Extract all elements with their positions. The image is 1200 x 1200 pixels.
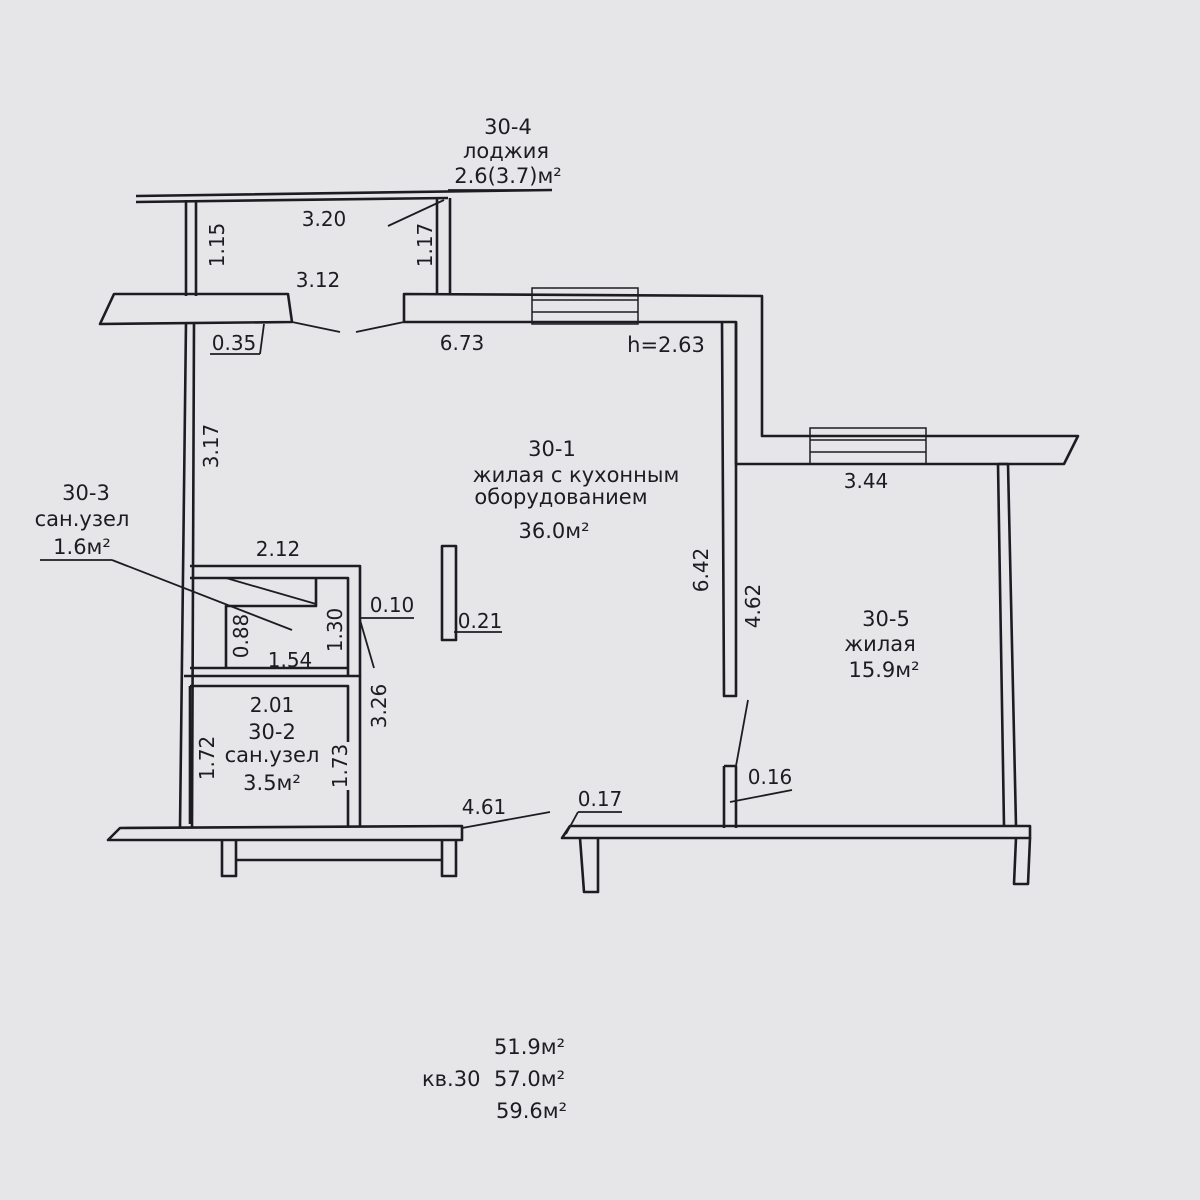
living-name-2: оборудованием	[474, 485, 647, 509]
leader-loggia	[387, 199, 445, 227]
bath-small-walls	[190, 564, 362, 676]
partition-stub	[722, 764, 738, 828]
dim-bedroom-top: 3.44	[844, 469, 889, 493]
leader-0-17	[565, 811, 579, 835]
loggia-number: 30-4	[484, 115, 532, 139]
dim-bath-small-bottom: 1.54	[268, 648, 313, 672]
summary-area-loggia: 59.6м²	[496, 1099, 567, 1123]
partition-living-bedroom	[720, 321, 738, 698]
dim-bath-large-left: 1.72	[195, 736, 219, 781]
ceiling-height: h=2.63	[627, 333, 705, 357]
area-summary: 51.9м² кв.30 57.0м² 59.6м²	[422, 1035, 567, 1123]
dim-column: 0.21	[458, 609, 503, 633]
bottom-wall-left	[106, 824, 464, 842]
dim-loggia-top: 3.20	[302, 207, 347, 231]
top-wall-left	[98, 292, 294, 326]
summary-apartment: кв.30	[422, 1067, 480, 1091]
walls	[98, 188, 1080, 894]
dim-living-bottom: 4.61	[462, 795, 507, 819]
column	[440, 544, 458, 642]
dim-bath-small-top: 2.12	[256, 537, 301, 561]
bath-large-name: сан.узел	[225, 743, 320, 767]
dim-bath-small-left: 0.88	[229, 614, 253, 659]
dim-bath-large-top: 2.01	[250, 693, 295, 717]
leader-0-35b	[259, 323, 265, 355]
bath-small-name: сан.узел	[35, 507, 130, 531]
door-loggia-2	[355, 321, 405, 333]
summary-area-total: 57.0м²	[494, 1067, 565, 1091]
dim-wall-thickness: 0.35	[212, 331, 257, 355]
bedroom-right-wall	[996, 462, 1018, 827]
loggia-area: 2.6(3.7)м²	[454, 164, 561, 188]
dim-loggia-left: 1.15	[205, 223, 229, 268]
dim-living-right: 6.42	[689, 548, 713, 593]
dim-bath-small-right: 1.30	[323, 608, 347, 653]
bedroom-name: жилая	[844, 632, 916, 656]
window-top	[531, 287, 639, 325]
living-area: 36.0м²	[518, 519, 589, 543]
top-wall-right	[402, 292, 1080, 466]
dim-bath-large-right: 1.73	[328, 744, 352, 789]
leader-0-16	[729, 789, 793, 803]
dim-partition-small: 0.10	[370, 593, 415, 617]
dim-living-left: 3.17	[199, 424, 223, 469]
living-name-1: жилая с кухонным	[473, 463, 680, 487]
window-bedroom	[809, 427, 927, 465]
loggia-right-wall	[435, 198, 452, 294]
bath-door-small	[359, 619, 375, 669]
door-loggia	[291, 321, 341, 333]
dimension-labels: 3.20 3.12 1.15 1.17 0.35 6.73 3.17 6.42 …	[195, 207, 888, 819]
loggia-name: лоджия	[463, 139, 549, 163]
annotation-lines	[40, 189, 793, 835]
bath-large-number: 30-2	[248, 720, 296, 744]
bottom-projection-right	[578, 837, 1032, 894]
bedroom-number: 30-5	[862, 607, 910, 631]
loggia-parapet	[135, 188, 553, 204]
loggia-left-wall	[184, 200, 198, 296]
bedroom-area: 15.9м²	[848, 658, 919, 682]
bath-large-area: 3.5м²	[243, 771, 301, 795]
bath-small-diag	[225, 577, 317, 605]
bath-large-walls	[184, 674, 362, 826]
dim-living-top: 6.73	[440, 331, 485, 355]
bottom-projection-left	[220, 840, 458, 878]
summary-area-living: 51.9м²	[494, 1035, 565, 1059]
room-labels: 30-4 лоджия 2.6(3.7)м² 30-1 жилая с кухо…	[35, 115, 920, 795]
dim-loggia-bottom: 3.12	[296, 268, 341, 292]
leader-bath-small-2	[111, 559, 293, 631]
left-outer-wall	[178, 321, 196, 829]
dim-bedroom-left: 4.62	[741, 584, 765, 629]
dim-door-partition: 0.16	[748, 765, 793, 789]
living-number: 30-1	[528, 437, 576, 461]
dim-corridor: 3.26	[367, 684, 391, 729]
door-bedroom	[735, 699, 749, 767]
door-entrance	[461, 811, 551, 829]
windows	[531, 287, 927, 465]
bath-small-number: 30-3	[62, 481, 110, 505]
bottom-wall-right	[560, 824, 1032, 840]
dim-door-threshold: 0.17	[578, 787, 623, 811]
dim-loggia-right: 1.17	[413, 223, 437, 268]
bath-small-area: 1.6м²	[53, 535, 111, 559]
